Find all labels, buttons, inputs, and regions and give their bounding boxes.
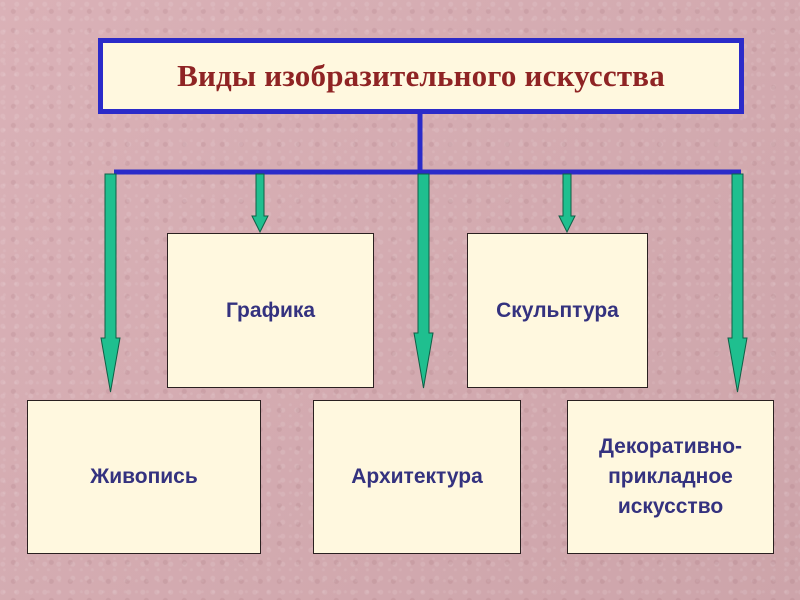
arrow-sculpture <box>558 173 576 234</box>
category-label-graphics: Графика <box>225 298 316 322</box>
arrow-painting <box>100 173 121 393</box>
category-label-sculpture: Скульптура <box>496 298 619 322</box>
category-box-sculpture: Скульптура <box>467 233 648 388</box>
category-label-decorative: Декоративно- прикладное искусство <box>598 435 743 518</box>
category-box-graphics: Графика <box>167 233 374 388</box>
category-label-painting: Живопись <box>90 465 198 488</box>
arrow-decorative <box>727 173 748 393</box>
category-label-architecture: Архитектура <box>351 465 483 488</box>
category-box-decorative: Декоративно- прикладное искусство <box>567 400 774 554</box>
title-box: Виды изобразительного искусства <box>98 38 744 114</box>
arrow-architecture <box>413 173 434 389</box>
category-box-architecture: Архитектура <box>313 400 521 554</box>
category-box-painting: Живопись <box>27 400 261 554</box>
arrow-graphics <box>251 173 269 234</box>
diagram-title: Виды изобразительного искусства <box>177 58 665 93</box>
